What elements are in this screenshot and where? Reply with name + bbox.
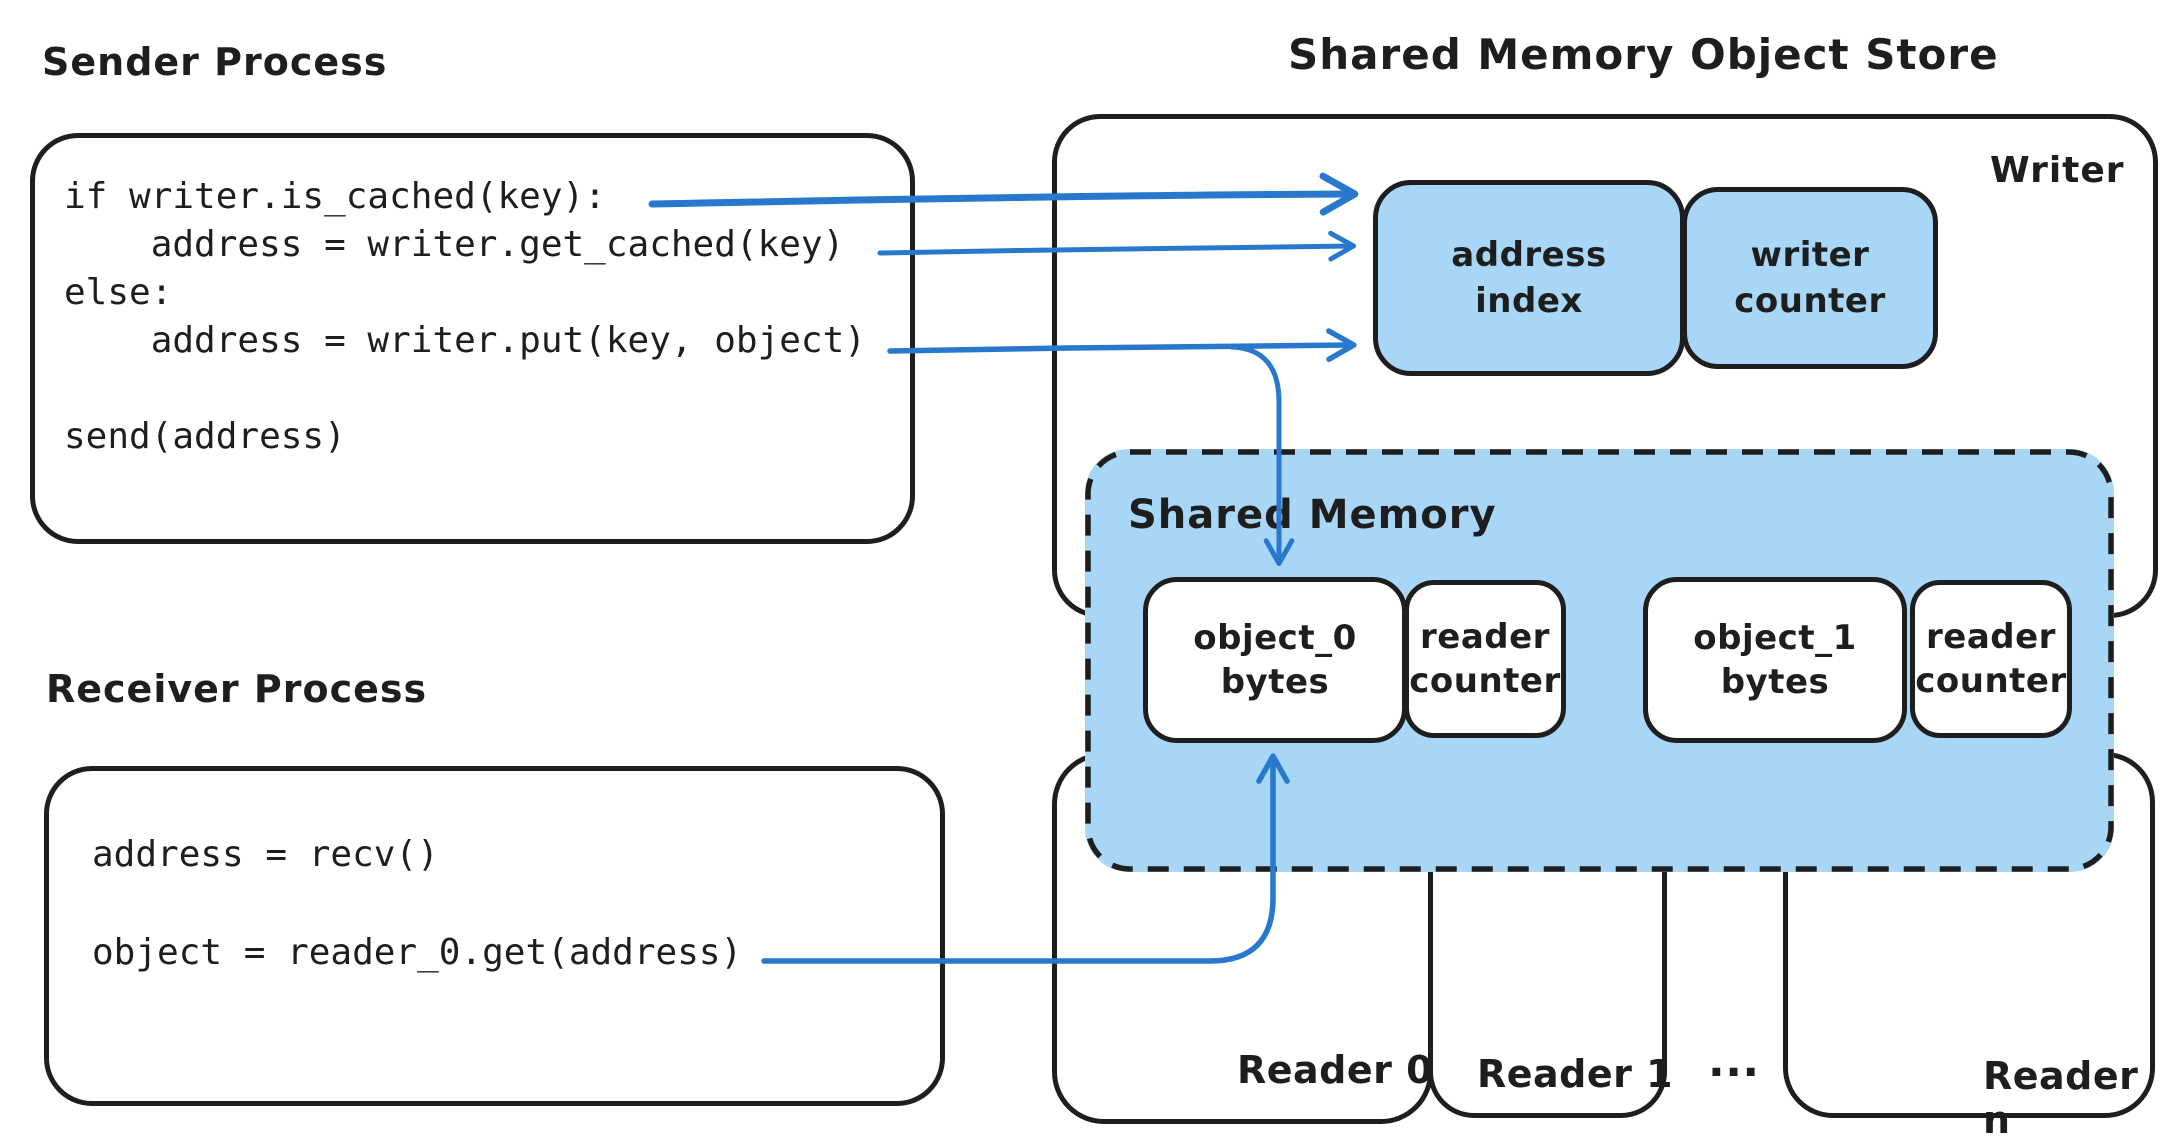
reader-counter-0-label: reader counter xyxy=(1409,617,1561,701)
readers-ellipsis: ... xyxy=(1708,1036,1760,1087)
reader-1-label: Reader 1 xyxy=(1477,1052,1674,1096)
shared-memory-label: Shared Memory xyxy=(1128,492,1497,538)
sender-code: if writer.is_cached(key): address = writ… xyxy=(64,176,866,457)
object-1-box: object_1 bytes xyxy=(1643,577,1907,743)
writer-label: Writer xyxy=(1990,150,2125,191)
address-index-label: address index xyxy=(1451,235,1607,321)
writer-counter-label: writer counter xyxy=(1734,235,1886,321)
reader-counter-0-box: reader counter xyxy=(1404,580,1566,738)
object-0-label: object_0 bytes xyxy=(1193,618,1357,702)
object-0-box: object_0 bytes xyxy=(1143,577,1407,743)
receiver-code: address = recv() object = reader_0.get(a… xyxy=(92,834,743,973)
sender-process-box xyxy=(30,133,915,544)
reader-0-label: Reader 0 xyxy=(1237,1048,1434,1092)
address-index-box: address index xyxy=(1373,180,1685,376)
store-title: Shared Memory Object Store xyxy=(1288,30,1999,79)
reader-counter-1-label: reader counter xyxy=(1915,617,2067,701)
reader-n-label: Reader n xyxy=(1983,1054,2139,1142)
reader-counter-1-box: reader counter xyxy=(1910,580,2072,738)
writer-counter-box: writer counter xyxy=(1682,187,1938,369)
sender-process-title: Sender Process xyxy=(42,40,388,84)
receiver-process-title: Receiver Process xyxy=(46,667,428,711)
object-1-label: object_1 bytes xyxy=(1693,618,1857,702)
